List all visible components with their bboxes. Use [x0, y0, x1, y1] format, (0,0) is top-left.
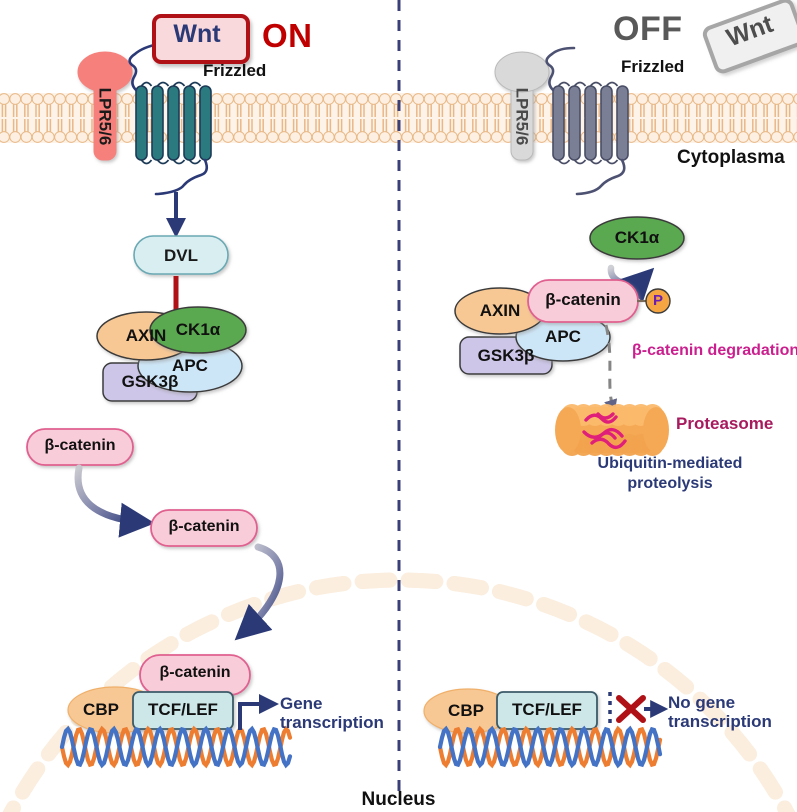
destruction-complex-left: [96, 306, 247, 402]
axin-label-right: AXIN: [479, 301, 521, 320]
destruction-complex-right: [454, 287, 611, 375]
beta-catenin-label-right: β-catenin: [545, 290, 621, 309]
cbp-label-right: CBP: [448, 701, 484, 720]
lrp5-6-label-left: LPR5/6: [95, 87, 115, 146]
lrp5-6-receptor-inactive: [494, 51, 550, 161]
lrp5-6-receptor-active: [77, 51, 133, 161]
frizzled-receptor-inactive: [545, 46, 629, 196]
dvl-label: DVL: [164, 246, 198, 265]
no-gene-transcription-label-line1: No gene: [668, 693, 736, 712]
apc-label-right: APC: [545, 327, 581, 346]
state-label-on: ON: [262, 17, 313, 54]
frizzled-label-left: Frizzled: [203, 61, 267, 80]
beta-catenin-cytosolic-left: [150, 509, 258, 547]
no-gene-transcription-label-line2: transcription: [668, 712, 772, 731]
tcf-lef-label-right: TCF/LEF: [512, 700, 582, 719]
lrp5-6-label-right: LPR5/6: [512, 87, 532, 146]
ck1a-label-right: CK1α: [614, 228, 660, 247]
arrow-beta-catenin-nuclear-import: [234, 543, 284, 641]
gsk3b-label-right: GSK3β: [477, 346, 535, 365]
frizzled-receptor-active: [128, 40, 212, 196]
wnt-label-left: Wnt: [173, 20, 221, 48]
transcription-complex-right: [423, 688, 598, 734]
proteasome-label: Proteasome: [676, 414, 774, 433]
arrow-gene-transcription: [238, 694, 279, 730]
blocked-transcription-marker: [608, 692, 669, 726]
tcf-lef-label-left: TCF/LEF: [148, 700, 218, 719]
cbp-label-left: CBP: [83, 700, 119, 719]
phosphate-group: [637, 288, 671, 314]
ck1a-shape: [149, 306, 247, 354]
phospho-label: P: [652, 292, 663, 309]
beta-catenin-label-free-left: β-catenin: [44, 437, 116, 454]
nucleus-label: Nucleus: [361, 789, 436, 810]
gene-transcription-label-line2: transcription: [280, 713, 384, 732]
gene-transcription-label-line1: Gene: [280, 694, 323, 713]
cytoplasm-label: Cytoplasma: [677, 147, 785, 168]
arrow-beta-catenin-translocation-1: [74, 464, 155, 538]
proteolysis-label-line1: Ubiquitin-mediated: [597, 455, 743, 472]
beta-catenin-degradation-label: β-catenin degradation: [632, 342, 797, 359]
gsk3b-label-left: GSK3β: [121, 372, 179, 391]
apc-label-left: APC: [172, 356, 208, 375]
arrow-degradation-to-proteasome: [604, 324, 618, 414]
frizzled-label-right: Frizzled: [621, 57, 685, 76]
dvl-node: [133, 235, 229, 275]
wnt-ligand-box-left: [152, 14, 250, 64]
dna-helix-left: [59, 725, 293, 769]
axin-label-left: AXIN: [125, 326, 167, 345]
ck1a-kinase-right: [589, 216, 685, 260]
proteasome-barrel: [555, 404, 669, 456]
proteolysis-label-line2: proteolysis: [627, 475, 713, 492]
beta-catenin-label-cytosolic-left: β-catenin: [168, 518, 240, 535]
state-label-off: OFF: [613, 10, 683, 48]
beta-catenin-label-nuclear-left: β-catenin: [159, 664, 231, 681]
dna-helix-right: [437, 725, 663, 769]
ck1a-label-left: CK1α: [175, 320, 221, 339]
